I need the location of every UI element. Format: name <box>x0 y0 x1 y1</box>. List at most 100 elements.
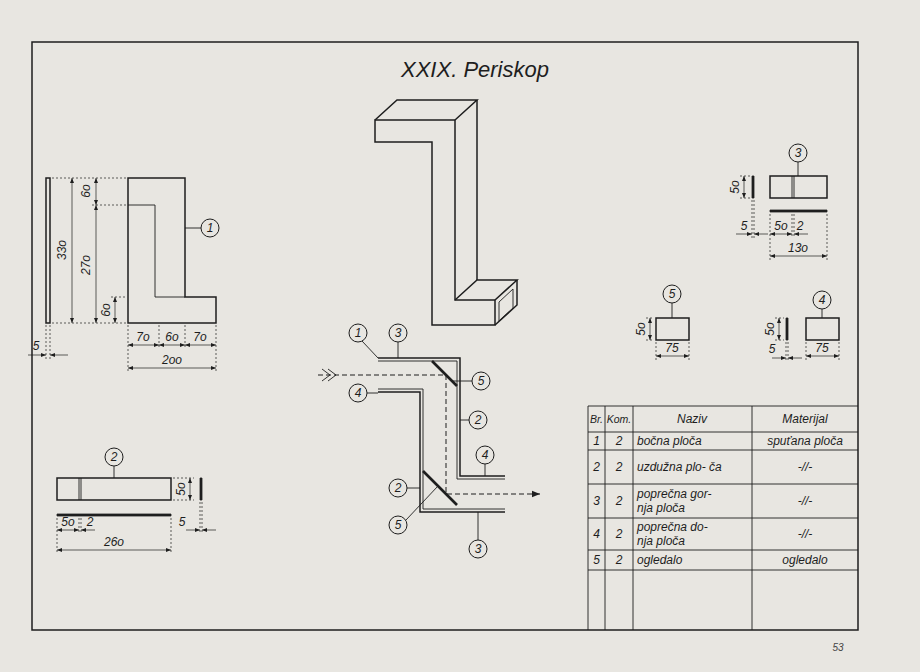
table-header: Kom. <box>607 412 632 426</box>
dimension-label: 26o <box>104 535 124 549</box>
callout-circle <box>389 479 407 497</box>
table-cell: 2 <box>616 494 623 508</box>
extension-line <box>775 318 784 319</box>
callout-number: 3 <box>395 326 402 340</box>
callout-number: 1 <box>355 326 362 340</box>
extension-line <box>171 518 172 554</box>
dimension-arrow <box>50 355 68 356</box>
dimension-line <box>159 345 185 346</box>
extension-line <box>200 502 201 534</box>
extension-line <box>128 325 129 372</box>
callout-number: 2 <box>111 450 118 464</box>
dimension-line <box>72 178 73 323</box>
dimension-line <box>770 256 827 257</box>
table-cell: 2 <box>616 553 623 567</box>
callout-number: 4 <box>819 293 826 307</box>
hidden-edge <box>128 205 185 297</box>
extension-line <box>752 200 753 238</box>
dimension-line <box>57 530 79 531</box>
dimension-label: 7o <box>136 330 149 344</box>
table-cell: poprečna do- nja ploča <box>637 520 723 548</box>
table-cell: poprečna gor- nja ploča <box>637 487 723 515</box>
callout-circle <box>469 540 487 558</box>
table-cell: 2 <box>616 460 623 474</box>
extension-line <box>79 518 80 534</box>
extension-line <box>81 518 82 534</box>
title: XXIX. Periskop <box>401 57 549 83</box>
dimension-line <box>656 356 689 357</box>
mirror-symbol <box>432 361 457 386</box>
leader-line <box>452 381 472 382</box>
plate-edge-view <box>770 210 827 212</box>
periscope-opening <box>499 289 513 321</box>
periscope-view <box>375 100 477 120</box>
callout-circle <box>469 411 487 429</box>
table-cell: bočna ploča <box>637 434 723 448</box>
dimension-line <box>57 550 171 551</box>
table-cell: Materijal <box>782 412 827 426</box>
table-cell: 2 <box>616 434 623 448</box>
dimension-label: 5o <box>174 482 188 495</box>
table-cell: ogledalo <box>637 553 723 567</box>
callout-circle <box>389 516 407 534</box>
dimension-arrow <box>794 234 808 235</box>
extension-line <box>111 297 126 298</box>
callout-number: 3 <box>795 146 802 160</box>
periscope-view <box>476 100 478 280</box>
extension-line <box>786 342 787 362</box>
callout-circle <box>349 384 367 402</box>
dimension-label: 2 <box>797 219 804 233</box>
dimension-label: 5o <box>728 180 742 193</box>
leader-line <box>672 303 673 318</box>
extension-line <box>92 205 126 206</box>
table-cell: Naziv <box>677 412 707 426</box>
dimension-label: 5 <box>769 342 776 356</box>
plate-edge <box>79 478 81 500</box>
extension-line <box>216 325 217 372</box>
table-cell: 1 <box>593 434 600 448</box>
callout-circle <box>105 448 123 466</box>
arrow-feather <box>322 369 336 381</box>
extension-line <box>185 325 186 349</box>
leader-line <box>460 420 469 421</box>
dimension-label: 2 <box>87 515 94 529</box>
extension-line <box>689 342 690 360</box>
section-wall <box>378 392 505 512</box>
callout-circle <box>789 144 807 162</box>
dimension-label: 6o <box>99 303 113 316</box>
dimension-line <box>744 176 745 198</box>
dimension-line <box>96 205 97 323</box>
table-cell: spuťana ploča <box>767 434 843 448</box>
dimension-line <box>96 178 97 205</box>
table-grid <box>588 406 752 630</box>
mirror-symbol <box>423 471 457 505</box>
dimension-line <box>650 318 651 340</box>
leader-line <box>185 228 201 229</box>
periscope-view <box>495 280 517 325</box>
table-header: Br. <box>590 412 603 426</box>
dimension-label: 6o <box>79 184 93 197</box>
leader-line <box>822 309 823 318</box>
leader-line <box>362 341 378 358</box>
section-wall <box>378 361 505 479</box>
table-cell: 2 <box>593 460 600 474</box>
extension-line <box>754 200 755 238</box>
dimension-arrow <box>736 234 752 235</box>
callout-number: 2 <box>475 413 482 427</box>
extension-line <box>159 325 160 349</box>
mirror-outline <box>656 318 689 340</box>
plate-edge-view <box>46 178 50 323</box>
dimension-line <box>185 345 216 346</box>
extension-line <box>839 342 840 360</box>
dimension-label: 6o <box>165 330 178 344</box>
callout-number: 2 <box>395 481 402 495</box>
dimension-label: 5o <box>634 322 648 335</box>
callout-number: 4 <box>355 386 362 400</box>
extension-line <box>792 214 793 238</box>
extension-line <box>770 214 771 260</box>
leader-line <box>485 464 486 476</box>
section-wall <box>378 389 505 509</box>
dimension-line <box>779 318 780 340</box>
leader-line <box>406 486 438 520</box>
dimension-label: 2oo <box>162 353 182 367</box>
